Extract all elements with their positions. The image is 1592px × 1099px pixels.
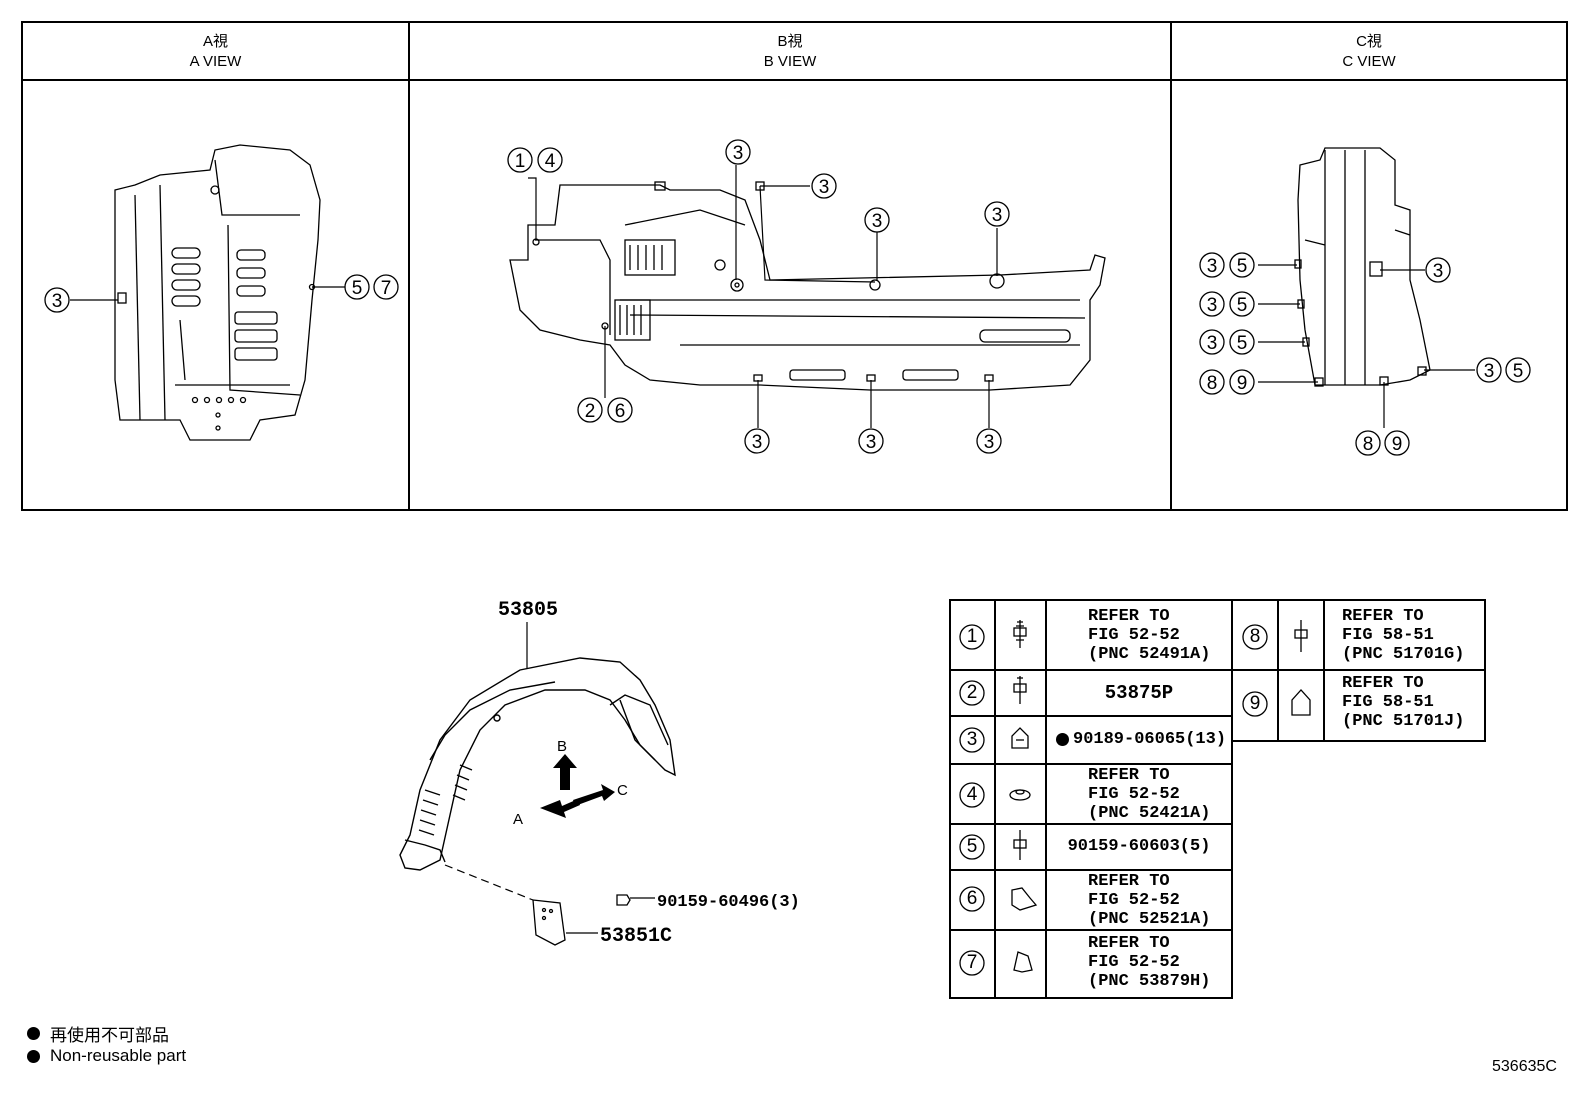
table-num-5: 5	[966, 836, 978, 857]
callout-3: 3	[1207, 256, 1218, 277]
callout-numbers: 3 5 7 1 4 3 3 3 3 2 6 3 3 3 3 5 3 5 3 5 …	[52, 143, 1524, 455]
nonreusable-dot-icon	[1056, 733, 1069, 746]
callout-3: 3	[984, 432, 995, 453]
table-num-4: 4	[966, 784, 978, 805]
washer-icon	[1009, 789, 1031, 801]
callout-3: 3	[52, 291, 63, 312]
callout-3: 3	[866, 432, 877, 453]
callout-7: 7	[381, 278, 392, 299]
screw-label: 90159-60496(3)	[657, 893, 800, 912]
main-leaders	[444, 622, 655, 934]
callout-3: 3	[733, 143, 744, 164]
b-view-drawing	[509, 181, 1106, 391]
a-view-title-jp: A視	[202, 33, 228, 50]
callout-8: 8	[1363, 434, 1374, 455]
table-num-1: 1	[966, 626, 978, 647]
arrow-c-label: C	[617, 782, 628, 799]
part-53805-label: 53805	[498, 599, 558, 622]
legend-jp-text: 再使用不可部品	[50, 1026, 169, 1045]
callout-3: 3	[992, 205, 1003, 226]
callout-2: 2	[585, 401, 596, 422]
callout-3: 3	[1207, 333, 1218, 354]
callout-4: 4	[545, 151, 556, 172]
screw-icon	[1013, 830, 1027, 860]
arrow-b-label: B	[557, 738, 567, 755]
b-view-title-en: B VIEW	[763, 53, 817, 70]
b-view-title-jp: B視	[777, 33, 803, 50]
callout-5: 5	[1237, 295, 1248, 316]
table-num-2: 2	[966, 682, 978, 703]
views-frame	[21, 21, 1568, 511]
legend-en-text: Non-reusable part	[50, 1046, 187, 1065]
figure-id: 536635C	[1492, 1058, 1557, 1075]
c-view-title-jp: C視	[1356, 33, 1382, 50]
callout-3: 3	[752, 432, 763, 453]
callout-markers	[44, 139, 1531, 456]
table-num-3: 3	[966, 729, 978, 750]
parts-table-grid	[949, 599, 1486, 999]
callout-8: 8	[1207, 373, 1218, 394]
table-number-circles	[959, 624, 1268, 976]
screw-icon	[1294, 620, 1308, 652]
a-view-drawing	[114, 144, 321, 441]
leader-lines	[70, 165, 1475, 428]
c-view-title-en: C VIEW	[1342, 53, 1396, 70]
nut-icon	[1291, 689, 1311, 716]
view-direction-arrows	[540, 754, 615, 818]
clip-icon	[1011, 887, 1038, 911]
screw-icon	[1013, 676, 1027, 704]
c-view-drawing	[1294, 147, 1431, 387]
table-row-5-desc: 90159-60603(5)	[1067, 837, 1211, 856]
b-view-header: B視 B VIEW	[409, 32, 1171, 72]
table-row-2-desc: 53875P	[1104, 682, 1174, 704]
callout-3: 3	[819, 177, 830, 198]
callout-3: 3	[1433, 261, 1444, 282]
nonreusable-dot-icon	[27, 1049, 40, 1063]
callout-1: 1	[515, 151, 526, 172]
clip-icon	[1013, 951, 1033, 973]
table-num-7: 7	[966, 952, 978, 973]
callout-9: 9	[1392, 434, 1403, 455]
nonreusable-dot-icon	[27, 1027, 40, 1040]
callout-9: 9	[1237, 373, 1248, 394]
c-view-header: C視 C VIEW	[1171, 32, 1567, 72]
mudguard-drawing	[532, 894, 631, 946]
callout-3: 3	[872, 211, 883, 232]
legend-en: Non-reusable part	[27, 1046, 186, 1066]
main-labels: 53805 90159-60496(3) 53851C B A C	[498, 599, 800, 948]
table-num-9: 9	[1249, 693, 1261, 714]
callout-3: 3	[1484, 361, 1495, 382]
part-53851c-label: 53851C	[600, 925, 672, 948]
callout-3: 3	[1207, 295, 1218, 316]
table-row-3-desc: 90189-06065(13)	[1056, 730, 1226, 749]
callout-5: 5	[352, 278, 363, 299]
callout-5: 5	[1237, 256, 1248, 277]
fender-liner-drawing	[399, 657, 676, 871]
bolt-icon	[1013, 620, 1027, 648]
a-view-title-en: A VIEW	[189, 53, 242, 70]
arrow-a-label: A	[513, 811, 523, 828]
callout-5: 5	[1237, 333, 1248, 354]
callout-5: 5	[1513, 361, 1524, 382]
a-view-header: A視 A VIEW	[22, 32, 409, 72]
table-num-8: 8	[1249, 626, 1261, 647]
legend-jp: 再使用不可部品	[27, 1021, 169, 1046]
table-fastener-icons	[1009, 620, 1311, 973]
table-num-6: 6	[966, 888, 978, 909]
callout-6: 6	[615, 401, 626, 422]
nut-icon	[1011, 727, 1029, 749]
